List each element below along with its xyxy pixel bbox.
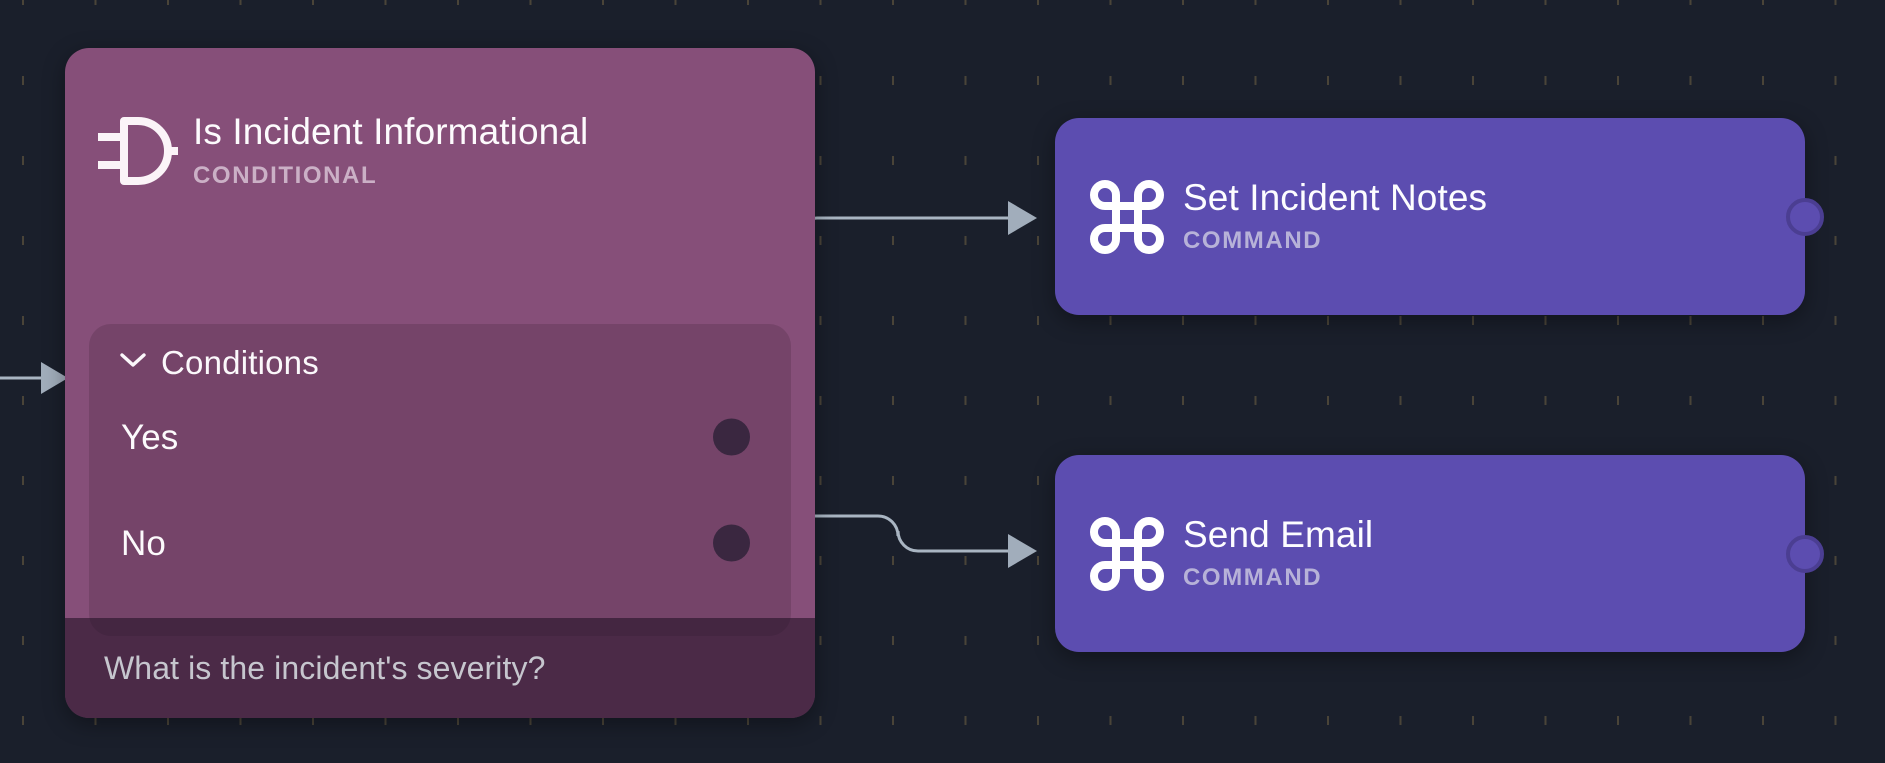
node-command-set-incident-notes[interactable]: Set Incident Notes COMMAND xyxy=(1055,118,1824,315)
node-title: Set Incident Notes xyxy=(1183,176,1488,218)
command-key-icon xyxy=(1081,516,1173,591)
conditional-footer-text: What is the incident's severity? xyxy=(104,650,546,686)
condition-label: No xyxy=(121,523,166,563)
node-type-label: COMMAND xyxy=(1183,227,1323,255)
condition-row-yes[interactable]: Yes xyxy=(89,408,791,466)
node-title: Send Email xyxy=(1183,513,1374,555)
conditions-panel: Conditions Yes No xyxy=(89,324,791,636)
command-key-icon xyxy=(1081,179,1173,254)
output-port[interactable] xyxy=(1786,534,1824,573)
conditional-footer: What is the incident's severity? xyxy=(65,618,815,718)
condition-label: Yes xyxy=(121,417,179,457)
output-port[interactable] xyxy=(1786,197,1824,236)
logic-gate-icon xyxy=(91,115,183,187)
output-port-no[interactable] xyxy=(713,524,750,562)
edge-incoming[interactable] xyxy=(0,362,68,394)
conditions-label: Conditions xyxy=(161,344,319,381)
node-conditional[interactable]: Is Incident Informational CONDITIONAL Co… xyxy=(65,48,815,718)
output-port-yes[interactable] xyxy=(713,418,750,456)
command-title-block: Send Email COMMAND xyxy=(1183,514,1373,593)
chevron-down-icon[interactable] xyxy=(119,351,147,374)
condition-row-no[interactable]: No xyxy=(89,514,791,572)
conditional-title-block: Is Incident Informational CONDITIONAL xyxy=(193,111,588,190)
command-title-block: Set Incident Notes COMMAND xyxy=(1183,177,1487,256)
node-title: Is Incident Informational xyxy=(193,111,589,153)
node-type-label: CONDITIONAL xyxy=(193,161,378,189)
conditional-header: Is Incident Informational CONDITIONAL xyxy=(65,48,815,254)
edge-no-to-send-email[interactable] xyxy=(746,514,1037,568)
conditions-header[interactable]: Conditions xyxy=(119,346,319,379)
node-type-label: COMMAND xyxy=(1183,564,1323,592)
node-command-send-email[interactable]: Send Email COMMAND xyxy=(1055,455,1824,652)
